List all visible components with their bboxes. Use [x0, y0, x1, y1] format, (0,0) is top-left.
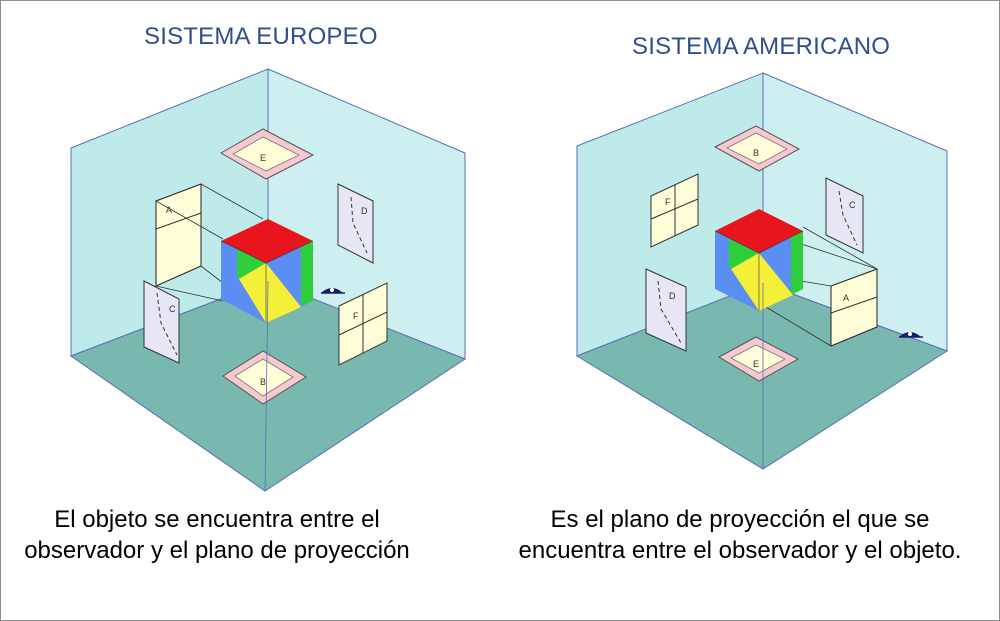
- american-system-diagram: E B F C D: [575, 72, 949, 470]
- object-cube: [220, 219, 314, 323]
- european-system-diagram: B E A D C: [69, 68, 467, 492]
- top-view-label: B: [753, 148, 759, 158]
- right-projection-panel: C: [825, 177, 864, 254]
- caption-sistema-americano: Es el plano de proyección el que se encu…: [495, 504, 985, 566]
- side-view-label: F: [353, 311, 359, 321]
- side-projection-panel: F: [338, 282, 388, 366]
- caption-line-1: El objeto se encuentra entre el: [54, 506, 380, 533]
- front-projection-panel: A: [755, 226, 878, 347]
- side-view-label: F: [665, 197, 671, 207]
- right-view-label: C: [849, 200, 856, 210]
- top-projection-panel: B: [713, 125, 801, 172]
- side-projection-panel: F: [650, 173, 699, 248]
- top-view-label: E: [260, 153, 266, 163]
- object-cube: [714, 209, 804, 311]
- bottom-projection-panel: B: [222, 350, 307, 405]
- bottom-view-label: B: [260, 377, 266, 387]
- left-view-label: D: [669, 291, 676, 301]
- front-view-label: A: [843, 293, 849, 303]
- right-projection-panel: D: [337, 183, 374, 264]
- front-view-label: A: [166, 205, 172, 215]
- right-view-label: D: [361, 206, 368, 216]
- caption-line-2: observador y el plano de proyección: [24, 537, 410, 564]
- left-projection-panel: C: [143, 280, 180, 364]
- eye-icon: [321, 288, 345, 294]
- bottom-projection-panel: E: [717, 336, 800, 382]
- title-sistema-europeo: SISTEMA EUROPEO: [144, 23, 378, 50]
- caption-line-2: encuentra entre el observador y el objet…: [518, 537, 962, 564]
- caption-sistema-europeo: El objeto se encuentra entre el observad…: [9, 504, 425, 566]
- left-projection-panel: D: [645, 268, 687, 352]
- caption-line-1: Es el plano de proyección el que se: [550, 506, 930, 533]
- title-sistema-americano: SISTEMA AMERICANO: [632, 33, 891, 60]
- top-projection-panel: E: [219, 128, 315, 180]
- left-view-label: C: [169, 304, 176, 314]
- bottom-view-label: E: [753, 359, 759, 369]
- front-projection-panel: A: [155, 183, 264, 302]
- eye-icon: [899, 332, 923, 338]
